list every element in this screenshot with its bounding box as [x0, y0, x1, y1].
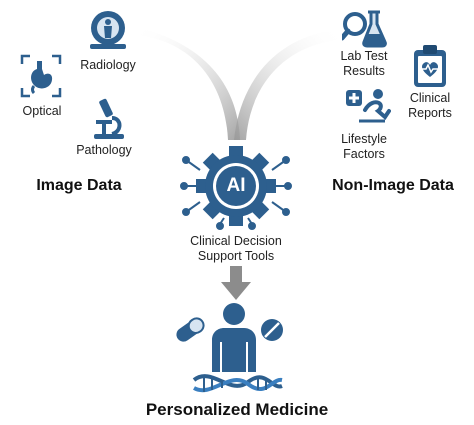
lifestyle-line-2: Factors	[343, 147, 385, 161]
lab-test-label: Lab Test Results	[326, 49, 402, 79]
decision-support-line-2: Support Tools	[197, 249, 275, 263]
patient-person-icon	[212, 303, 256, 372]
image-data-heading: Image Data	[36, 177, 122, 194]
round-tablet-icon	[261, 319, 283, 341]
clinical-reports-clipboard-icon	[414, 45, 446, 87]
down-arrow-icon	[221, 266, 251, 300]
non-image-data-heading: Non-Image Data	[332, 177, 454, 194]
lifestyle-label: Lifestyle Factors	[326, 132, 402, 162]
dna-helix-icon	[192, 374, 283, 393]
decision-support-label: Clinical Decision Support Tools	[168, 234, 304, 264]
ai-gear-chip-icon	[180, 146, 292, 230]
pathology-microscope-icon	[94, 98, 124, 139]
lab-test-flask-icon	[342, 10, 387, 48]
clinical-reports-label: Clinical Reports	[392, 91, 468, 121]
image-data-flow	[135, 28, 240, 140]
lifestyle-person-icon	[346, 89, 391, 123]
lab-test-line-1: Lab Test	[340, 49, 388, 63]
lifestyle-line-1: Lifestyle	[341, 132, 387, 146]
optical-stomach-icon	[20, 54, 62, 98]
personalized-medicine-illustration	[176, 303, 283, 393]
clinical-reports-line-1: Clinical	[409, 91, 451, 105]
radiology-scanner-icon	[90, 11, 126, 49]
decision-support-line-1: Clinical Decision	[190, 234, 282, 248]
optical-label: Optical	[22, 104, 62, 118]
pathology-label: Pathology	[76, 143, 132, 157]
personalized-medicine-title: Personalized Medicine	[145, 400, 329, 419]
radiology-label: Radiology	[80, 58, 136, 72]
non-image-data-flow	[234, 30, 340, 140]
clinical-reports-line-2: Reports	[408, 106, 452, 120]
capsule-pill-icon	[176, 317, 205, 342]
ai-chip-text: AI	[226, 175, 246, 196]
lab-test-line-2: Results	[343, 64, 385, 78]
